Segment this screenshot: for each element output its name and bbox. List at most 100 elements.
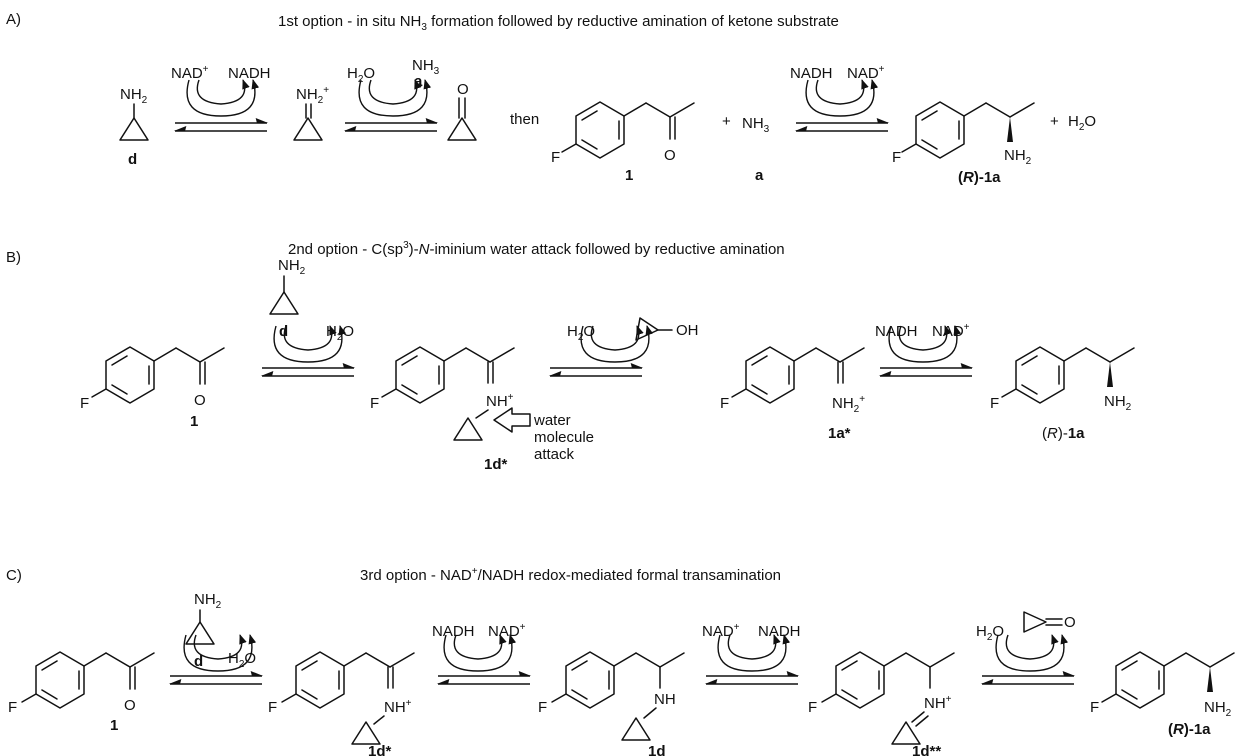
svg-text:(R)-1a: (R)-1a (1042, 425, 1085, 442)
iminium-1d-star-star: NH+ F 1d** (808, 651, 955, 756)
then-label: then (510, 111, 539, 128)
product-r-1a-c: NH2 F (R)-1a (1090, 651, 1235, 738)
iminium-1a-star: NH2+ F 1a* (720, 346, 865, 442)
arrow-b3: NADH NAD+ (875, 322, 972, 376)
svg-text:d: d (194, 653, 203, 670)
svg-text:(R)-1a: (R)-1a (958, 169, 1001, 186)
svg-text:NH3: NH3 (742, 115, 770, 135)
svg-text:NADH: NADH (228, 65, 271, 82)
plus-sign: + (722, 113, 731, 130)
svg-text:NH2+: NH2+ (832, 394, 865, 415)
svg-text:(R)-1a: (R)-1a (1168, 721, 1211, 738)
arrow-c2: NADH NAD+ (432, 622, 530, 684)
svg-text:F: F (720, 395, 729, 412)
svg-text:molecule: molecule (534, 429, 594, 446)
product-r-1a-b: NH2 F (R)-1a (990, 346, 1135, 442)
svg-text:O: O (664, 147, 676, 164)
panel-a-title: 1st option - in situ NH3 formation follo… (278, 13, 839, 33)
panel-b-letter: B) (6, 249, 21, 266)
svg-text:NH: NH (654, 691, 676, 708)
svg-text:H2O: H2O (1068, 113, 1096, 133)
svg-text:NH3: NH3 (412, 57, 440, 77)
svg-text:NADH: NADH (875, 323, 918, 340)
water-byproduct: + H2O (1050, 113, 1096, 133)
water-attack-arrow: water molecule attack (493, 407, 594, 463)
arrow-c3: NAD+ NADH (702, 622, 801, 684)
svg-text:d: d (128, 151, 137, 168)
arrow-c1: H2O (170, 635, 262, 684)
svg-text:F: F (370, 395, 379, 412)
svg-text:NH2: NH2 (1204, 699, 1232, 719)
svg-text:d: d (279, 323, 288, 340)
svg-text:H2O: H2O (976, 623, 1004, 643)
svg-text:NADH: NADH (790, 65, 833, 82)
cyclopropanone: O (447, 81, 477, 141)
svg-text:NAD+: NAD+ (488, 622, 526, 640)
svg-text:a: a (755, 167, 764, 184)
cyclopropylamine-d: NH2 d (119, 86, 149, 168)
svg-text:NH2: NH2 (1104, 393, 1132, 413)
ketone-1-b: O F 1 (80, 346, 225, 430)
svg-text:NAD+: NAD+ (932, 322, 970, 340)
ketone-1: O F 1 (551, 101, 695, 184)
svg-text:NH+: NH+ (384, 698, 412, 716)
arrow-c4: H2O O (976, 611, 1076, 684)
svg-text:water: water (533, 412, 571, 429)
svg-text:F: F (551, 149, 560, 166)
svg-text:OH: OH (676, 322, 699, 339)
ketone-1-c: O F 1 (8, 651, 155, 734)
svg-text:F: F (990, 395, 999, 412)
svg-text:NADH: NADH (758, 623, 801, 640)
arrow-a2: H2O NH3 a (345, 57, 440, 131)
svg-text:H2O: H2O (228, 650, 256, 670)
svg-text:F: F (1090, 699, 1099, 716)
svg-text:attack: attack (534, 446, 575, 463)
svg-text:NH+: NH+ (486, 392, 514, 410)
svg-text:1: 1 (190, 413, 198, 430)
svg-text:NAD+: NAD+ (171, 64, 209, 82)
svg-text:NH2: NH2 (120, 86, 148, 106)
svg-text:O: O (1064, 614, 1076, 631)
svg-text:F: F (808, 699, 817, 716)
svg-text:NADH: NADH (432, 623, 475, 640)
product-r-1a: NH2 F (R)-1a (892, 101, 1035, 186)
svg-text:1d**: 1d** (912, 743, 941, 756)
svg-text:NH2: NH2 (278, 257, 306, 277)
svg-text:F: F (8, 699, 17, 716)
svg-text:1: 1 (625, 167, 633, 184)
svg-text:NH2: NH2 (1004, 147, 1032, 167)
panel-a-letter: A) (6, 11, 21, 28)
iminium-1d-star-c: NH+ F 1d* (268, 651, 415, 756)
iminium-1d-star-b: NH+ F 1d* (370, 346, 515, 473)
svg-text:1d*: 1d* (484, 456, 508, 473)
cyclopropanol: OH (635, 317, 699, 341)
svg-text:NH2: NH2 (194, 591, 222, 611)
svg-text:H2O: H2O (567, 323, 595, 343)
svg-text:H2O: H2O (347, 65, 375, 85)
amine-d-b: NH2 d (269, 257, 306, 340)
svg-text:1: 1 (110, 717, 118, 734)
panel-c-letter: C) (6, 567, 22, 584)
ammonia-a: NH3 a (742, 115, 770, 184)
svg-text:NAD+: NAD+ (847, 64, 885, 82)
svg-text:F: F (268, 699, 277, 716)
cyclopropyl-iminium: NH2+ (293, 85, 329, 141)
svg-text:H2O: H2O (326, 323, 354, 343)
cyclopropanone-c: O (1023, 611, 1076, 633)
svg-text:a: a (414, 73, 423, 90)
svg-text:O: O (194, 392, 206, 409)
svg-text:NH2+: NH2+ (296, 85, 329, 106)
svg-text:F: F (80, 395, 89, 412)
arrow-b2: H2O OH (550, 317, 699, 376)
panel-b-title: 2nd option - C(sp3)-N-iminium water atta… (288, 240, 785, 258)
svg-text:O: O (124, 697, 136, 714)
svg-text:1d: 1d (648, 743, 666, 756)
arrow-a1: NAD+ NADH (171, 64, 271, 131)
svg-text:1d*: 1d* (368, 743, 392, 756)
amine-d-c: NH2 d (185, 591, 222, 670)
svg-text:1a*: 1a* (828, 425, 851, 442)
svg-text:F: F (892, 149, 901, 166)
svg-text:O: O (457, 81, 469, 98)
arrow-b1: H2O (262, 323, 354, 376)
